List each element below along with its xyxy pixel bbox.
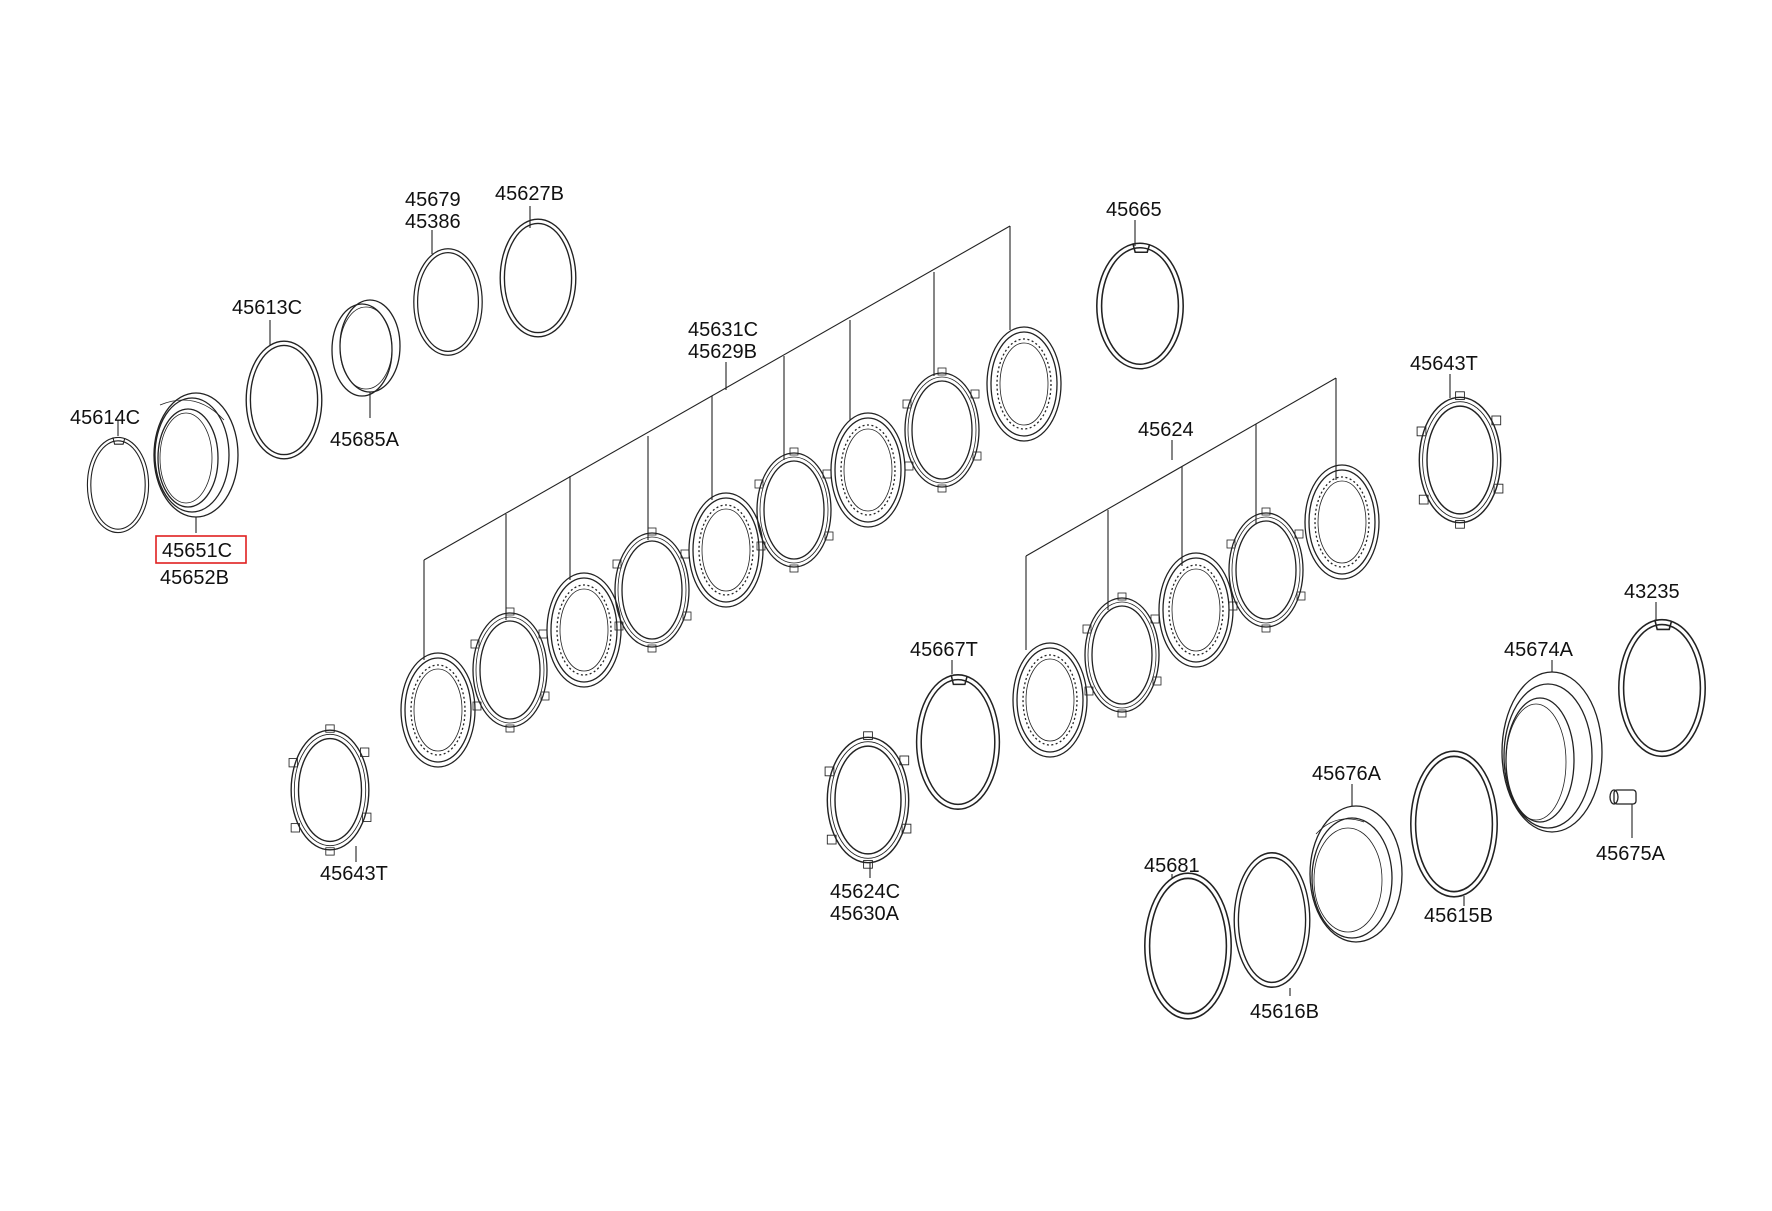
- label-45616b[interactable]: 45616B: [1250, 1001, 1319, 1023]
- pressure-plate-45643t-left: [288, 724, 372, 862]
- label-45685a[interactable]: 45685A: [330, 429, 400, 451]
- label-45615b[interactable]: 45615B: [1424, 905, 1493, 927]
- label-45631c[interactable]: 45631C: [688, 319, 758, 341]
- label-45624[interactable]: 45624: [1138, 419, 1194, 441]
- snap-ring-43235: [1618, 602, 1706, 758]
- label-45629b[interactable]: 45629B: [688, 341, 757, 363]
- ring-45681: [1143, 872, 1233, 1020]
- highlight-box-45651c: [155, 535, 247, 564]
- label-45643t-top[interactable]: 45643T: [1410, 353, 1478, 375]
- leader-tree-45624: [1025, 377, 1337, 650]
- label-45665[interactable]: 45665: [1106, 199, 1162, 221]
- pressure-plate-45643t-right: [1416, 374, 1504, 529]
- label-45613c[interactable]: 45613C: [232, 297, 302, 319]
- ring-45679: [413, 230, 483, 356]
- label-45386[interactable]: 45386: [405, 211, 461, 233]
- label-45652b[interactable]: 45652B: [160, 567, 229, 589]
- label-43235[interactable]: 43235: [1624, 581, 1680, 603]
- snap-ring-45614c: [86, 420, 150, 534]
- label-45627b[interactable]: 45627B: [495, 183, 564, 205]
- disc-pack-45624: [1012, 464, 1380, 758]
- ring-45616b: [1233, 852, 1311, 996]
- label-45681[interactable]: 45681: [1144, 855, 1200, 877]
- snap-ring-45667t: [915, 660, 1001, 810]
- piston-45674a: [1501, 660, 1603, 833]
- ring-45627b: [499, 206, 577, 338]
- label-45643t-bottom[interactable]: 45643T: [320, 863, 388, 885]
- pin-45675a: [1609, 789, 1637, 838]
- label-45624c[interactable]: 45624C: [830, 881, 900, 903]
- label-45675a[interactable]: 45675A: [1596, 843, 1666, 865]
- clutch-piston-45651c: [153, 392, 239, 533]
- disc-pack-45631c: [400, 326, 1062, 768]
- label-45679[interactable]: 45679: [405, 189, 461, 211]
- label-45614c[interactable]: 45614C: [70, 407, 140, 429]
- ring-45615b: [1409, 750, 1499, 906]
- label-45674a[interactable]: 45674A: [1504, 639, 1574, 661]
- plate-45624c: [824, 731, 912, 878]
- label-45651c[interactable]: 45651C: [162, 540, 232, 562]
- seal-45685a: [331, 299, 401, 418]
- label-45630a[interactable]: 45630A: [830, 903, 900, 925]
- label-45676a[interactable]: 45676A: [1312, 763, 1382, 785]
- seal-ring-45613c: [245, 320, 323, 460]
- retainer-45676a: [1309, 784, 1403, 943]
- label-45667t[interactable]: 45667T: [910, 639, 978, 661]
- snap-ring-45665: [1096, 220, 1184, 370]
- leader-tree-45631c: [423, 225, 1011, 660]
